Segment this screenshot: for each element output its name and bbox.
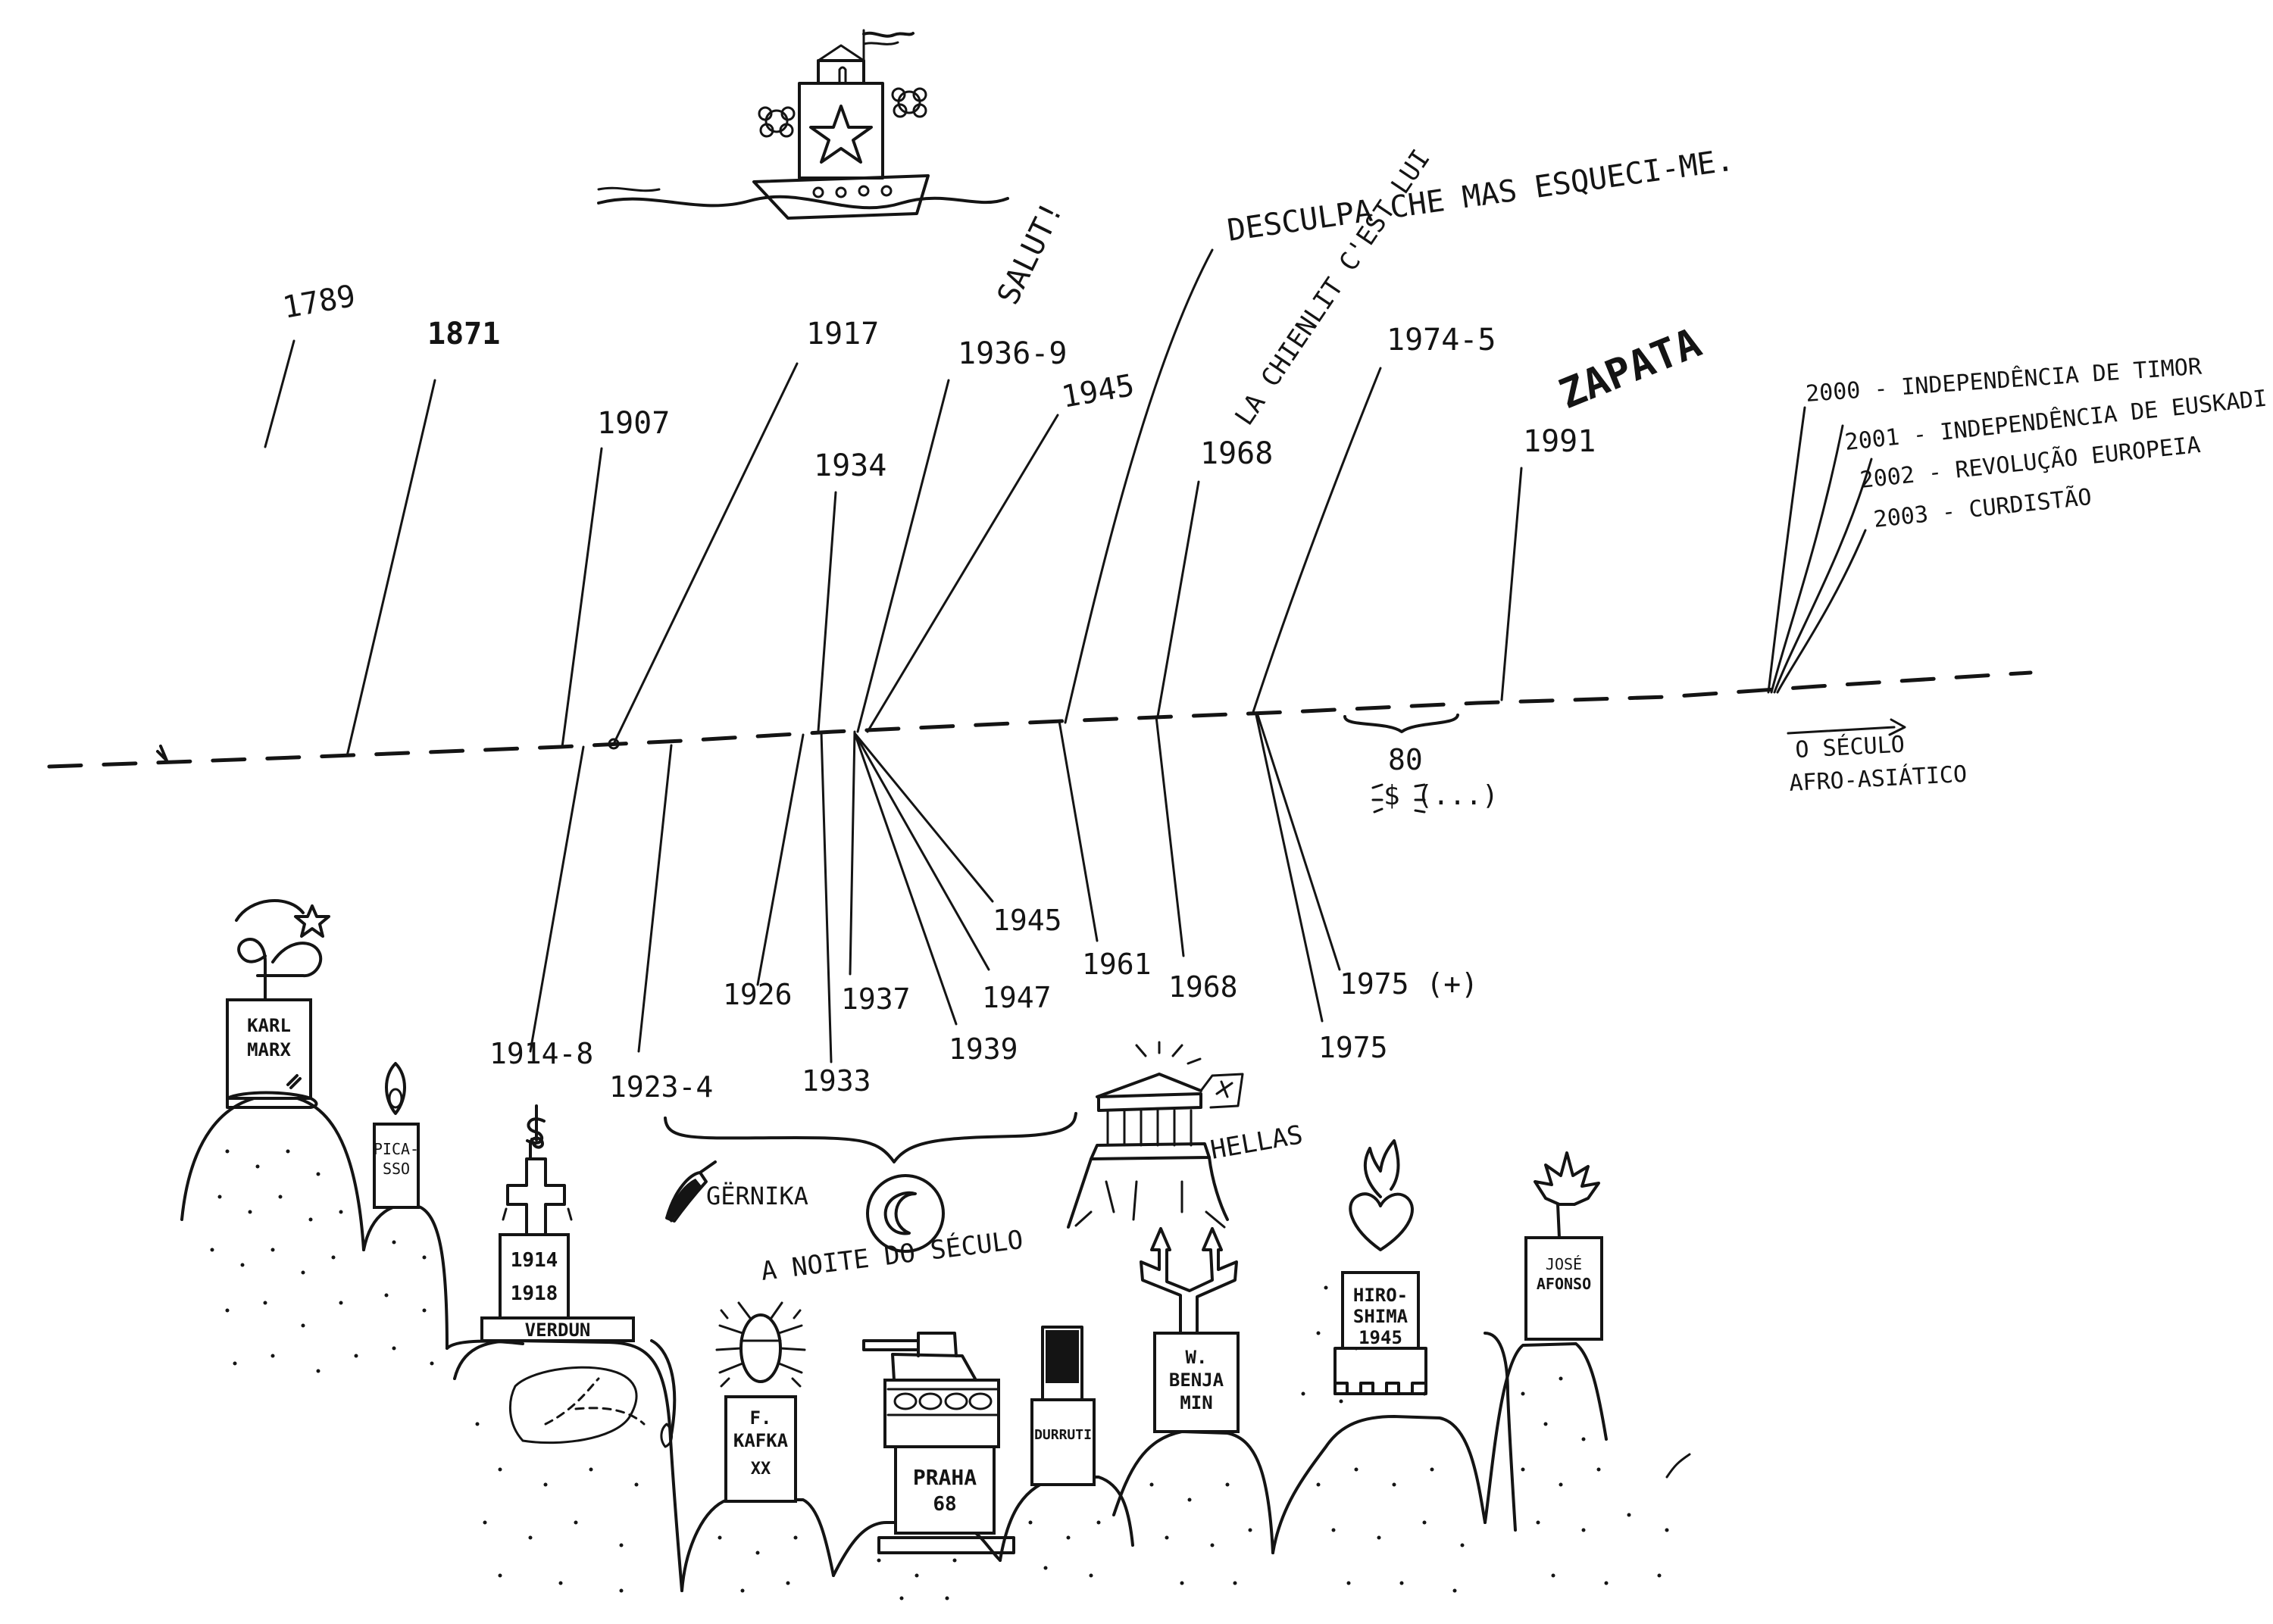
benja-line1: W. [1186, 1347, 1208, 1368]
kafka-beetle-tomb [715, 1301, 806, 1503]
salut-label: SALUT! [991, 196, 1071, 310]
sparkle-marks [1371, 783, 1426, 814]
picasso-candle [373, 1062, 420, 1209]
praha-tank-tomb [862, 1332, 1015, 1554]
year-1926: 1926 [723, 978, 793, 1011]
hiro-line3: 1945 [1358, 1327, 1402, 1348]
benja-line2: BENJA [1169, 1369, 1224, 1391]
verdun-label: VERDUN [525, 1320, 591, 1341]
jose-line2: AFONSO [1537, 1275, 1591, 1293]
picasso-line1: PICA- [374, 1140, 419, 1158]
year-1991: 1991 [1523, 424, 1596, 459]
moon-disc-icon [866, 1174, 945, 1253]
year-1936-9: 1936-9 [958, 336, 1068, 371]
gernika-label: GËRNIKA [706, 1182, 808, 1210]
year-1914-8: 1914-8 [489, 1037, 593, 1070]
jose-line1: JOSÉ [1546, 1255, 1582, 1273]
year-1937: 1937 [841, 982, 911, 1016]
zapata-label: ZAPATA [1552, 319, 1707, 418]
leader-lines-above [264, 248, 1873, 757]
hiro-line2: SHIMA [1353, 1306, 1409, 1327]
year-1974-5: 1974-5 [1387, 323, 1496, 358]
year-1789: 1789 [280, 279, 358, 326]
eighties-label: 80 [1388, 743, 1423, 776]
knife-icon [665, 1160, 717, 1223]
hellas-label: HELLAS [1208, 1120, 1305, 1166]
year-1939: 1939 [949, 1032, 1018, 1066]
year-1975-plus: 1975 (+) [1340, 967, 1478, 1001]
kafka-line2: KAFKA [733, 1430, 789, 1451]
year-1871: 1871 [427, 317, 500, 351]
year-1961: 1961 [1082, 948, 1152, 981]
century-line1: O SÉCULO [1795, 730, 1906, 764]
picasso-line2: SSO [383, 1160, 410, 1178]
marx-line1: KARL [247, 1015, 291, 1036]
durruti-tomb [1030, 1326, 1096, 1486]
benjamin-fork-tomb [1140, 1227, 1240, 1433]
year-1923-4: 1923-4 [609, 1070, 713, 1104]
leader-lines-below [529, 714, 1906, 1063]
night-label: A NOITE DO SÉCULO [759, 1224, 1024, 1287]
durruti-label: DURRUTI [1034, 1427, 1092, 1443]
jose-afonso-tomb [1524, 1151, 1603, 1341]
cross-line1: 1914 [511, 1249, 558, 1272]
year-1917: 1917 [806, 317, 879, 351]
year-1968-below: 1968 [1168, 970, 1238, 1004]
benja-line3: MIN [1180, 1392, 1212, 1413]
praha-line1: PRAHA [913, 1465, 977, 1490]
year-1934: 1934 [814, 448, 886, 483]
cross-line2: 1918 [511, 1282, 558, 1305]
year-1907: 1907 [597, 406, 670, 441]
year-1975: 1975 [1318, 1031, 1388, 1064]
year-1945-below: 1945 [993, 904, 1062, 937]
karl-marx-tomb [226, 899, 330, 1109]
hiro-line1: HIRO- [1353, 1285, 1408, 1306]
marx-line2: MARX [247, 1039, 291, 1060]
year-1933: 1933 [802, 1064, 871, 1098]
night-brace [664, 1112, 1077, 1163]
hiroshima-heart-monument [1333, 1139, 1427, 1395]
kafka-line1: F. [750, 1407, 772, 1429]
parthenon-icon [1067, 1041, 1244, 1229]
year-1947: 1947 [982, 981, 1052, 1014]
chienlit-label: LA CHIENLIT C'EST LUI [1229, 144, 1437, 431]
praha-line2: 68 [933, 1493, 956, 1516]
ship-icon [597, 29, 1009, 220]
year-1968: 1968 [1200, 436, 1273, 471]
century-line2: AFRO-ASIÁTICO [1789, 760, 1968, 797]
apology-label: DESCULPA CHE MAS ESQUECI-ME. [1225, 143, 1736, 248]
kafka-line3: XX [751, 1460, 771, 1479]
future-2003: 2003 - CURDISTÃO [1872, 483, 2093, 533]
year-1945: 1945 [1059, 368, 1137, 415]
eighties-note: $ (...) [1383, 780, 1499, 811]
dollar-cross-monument [480, 1104, 635, 1342]
timeline-axis [47, 670, 2033, 769]
mountains [180, 1093, 1691, 1592]
